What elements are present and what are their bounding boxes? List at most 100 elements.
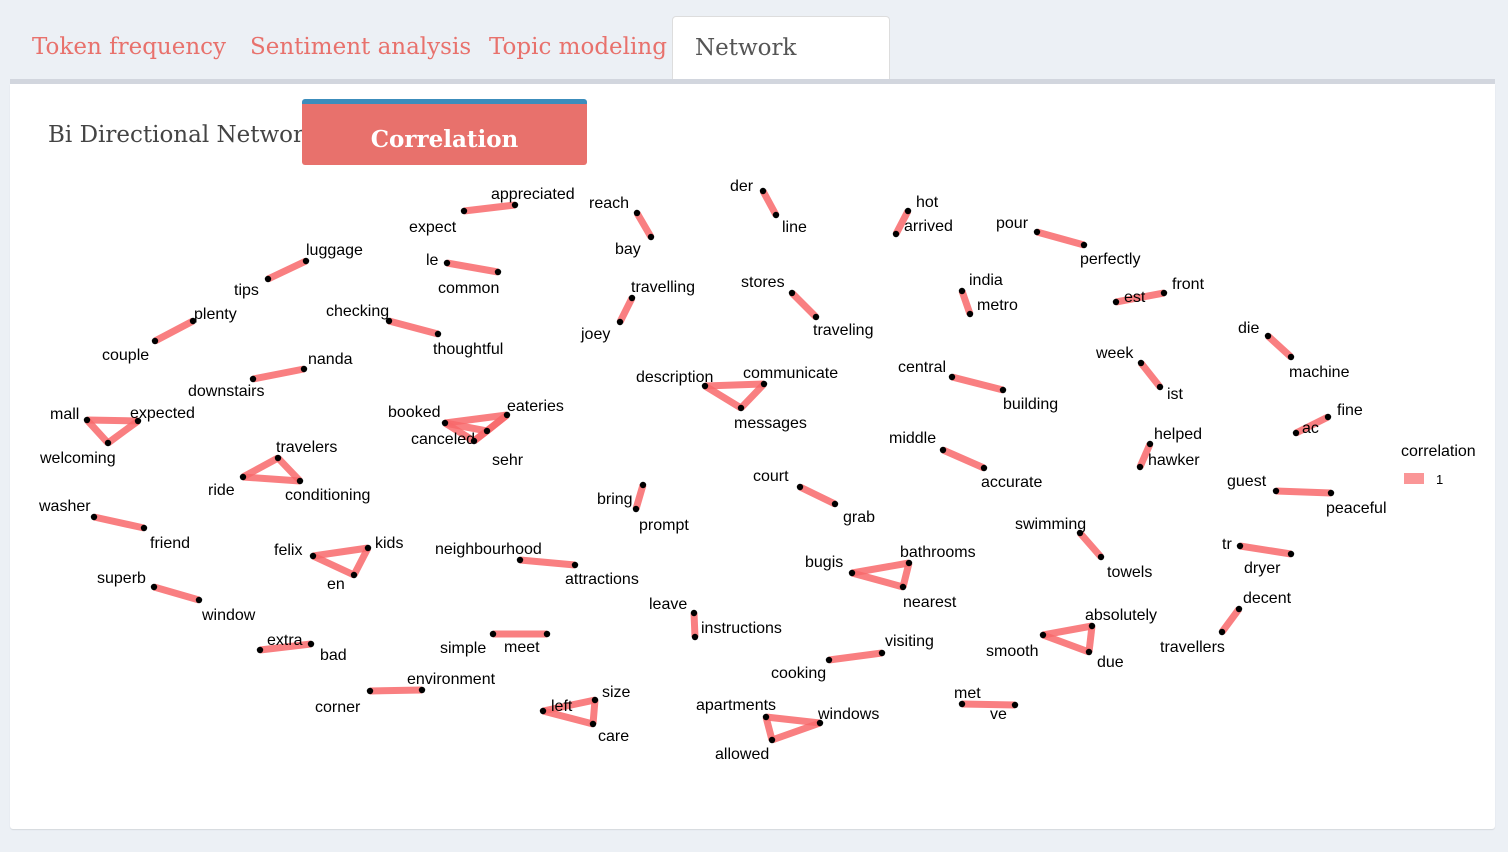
node-label-peaceful: peaceful bbox=[1326, 500, 1387, 517]
node-nanda bbox=[300, 365, 308, 373]
edge-felix-en bbox=[311, 552, 356, 579]
node-perfectly bbox=[1080, 241, 1088, 249]
node-label-week: week bbox=[1095, 345, 1134, 362]
edge-bring-prompt bbox=[632, 484, 647, 510]
node-label-decent: decent bbox=[1243, 590, 1292, 607]
node-label-bugis: bugis bbox=[805, 554, 843, 571]
node-smooth bbox=[1039, 631, 1047, 639]
node-welcoming bbox=[104, 439, 112, 447]
node-felix bbox=[309, 552, 317, 560]
node-label-visiting: visiting bbox=[885, 633, 934, 650]
node-allowed bbox=[768, 736, 776, 744]
node-label-conditioning: conditioning bbox=[285, 487, 370, 504]
node-helped bbox=[1146, 440, 1154, 448]
node-middle bbox=[939, 446, 947, 454]
node-label-metro: metro bbox=[977, 297, 1018, 314]
node-label-joey: joey bbox=[580, 326, 610, 343]
tab-token-frequency[interactable]: Token frequency bbox=[32, 34, 227, 60]
node-neighbourhood bbox=[516, 556, 524, 564]
edges-layer bbox=[84, 189, 1332, 744]
node-label-le: le bbox=[426, 252, 439, 269]
edge-central-building bbox=[951, 373, 1004, 394]
node-travelling bbox=[628, 294, 636, 302]
edge-travelers-conditioning bbox=[275, 455, 303, 484]
node-label-mall: mall bbox=[50, 406, 79, 423]
node-label-line: line bbox=[782, 219, 807, 236]
edge-pour-perfectly bbox=[1036, 228, 1085, 249]
node-apartments bbox=[762, 713, 770, 721]
node-label-environment: environment bbox=[407, 671, 496, 688]
node-description bbox=[701, 382, 709, 390]
node-label-instructions: instructions bbox=[701, 620, 782, 637]
node-met bbox=[958, 700, 966, 708]
node-label-welcoming: welcoming bbox=[39, 450, 116, 467]
node-label-communicate: communicate bbox=[743, 365, 838, 382]
node-tips bbox=[264, 275, 272, 283]
edge-description-communicate bbox=[704, 380, 765, 390]
node-bay bbox=[647, 233, 655, 241]
node-traveling bbox=[812, 313, 820, 321]
edge-windows-allowed bbox=[770, 719, 822, 744]
node-label-hawker: hawker bbox=[1148, 452, 1200, 469]
node-label-cooking: cooking bbox=[771, 665, 826, 682]
node-die bbox=[1264, 332, 1272, 340]
node-checking bbox=[385, 317, 393, 325]
node-communicate bbox=[760, 380, 768, 388]
node-label-leave: leave bbox=[649, 596, 687, 613]
edge-tips-luggage bbox=[266, 257, 308, 283]
legend: correlation 1 bbox=[1401, 443, 1476, 487]
edge-bugis-bathrooms bbox=[851, 559, 910, 577]
edge-bugis-nearest bbox=[851, 569, 904, 591]
node-nearest bbox=[899, 583, 907, 591]
node-en bbox=[350, 571, 358, 579]
node-tr bbox=[1236, 542, 1244, 550]
node-due bbox=[1085, 648, 1093, 656]
edge-mall-expected bbox=[86, 416, 139, 425]
node-hawker bbox=[1136, 463, 1144, 471]
edge-corner-environment bbox=[369, 686, 423, 695]
node-label-meet: meet bbox=[504, 639, 540, 656]
node-label-guest: guest bbox=[1227, 473, 1267, 490]
node-label-canceled: canceled bbox=[411, 431, 475, 448]
node-machine bbox=[1287, 353, 1295, 361]
node-superb bbox=[150, 583, 158, 591]
node-pour bbox=[1033, 228, 1041, 236]
tab-topic-modeling[interactable]: Topic modeling bbox=[489, 34, 667, 60]
tab-sentiment-analysis[interactable]: Sentiment analysis bbox=[250, 34, 472, 60]
edge-apartments-windows bbox=[765, 713, 821, 727]
tab-divider bbox=[10, 79, 1495, 84]
node-label-downstairs: downstairs bbox=[188, 383, 264, 400]
node-label-simple: simple bbox=[440, 640, 486, 657]
edge-absolutely-due bbox=[1085, 625, 1096, 653]
node-label-common: common bbox=[438, 280, 499, 297]
node-label-met: met bbox=[954, 685, 981, 702]
node-label-perfectly: perfectly bbox=[1080, 251, 1140, 268]
node-label-washer: washer bbox=[38, 498, 91, 515]
edge-week-ist bbox=[1138, 360, 1163, 390]
node-label-expected: expected bbox=[130, 405, 195, 422]
node-label-swimming: swimming bbox=[1015, 516, 1086, 533]
edge-decent-travellers bbox=[1219, 606, 1242, 635]
node-label-plenty: plenty bbox=[194, 306, 237, 323]
node-plenty bbox=[189, 317, 197, 325]
node-label-windows: windows bbox=[817, 706, 879, 723]
edge-superb-window bbox=[153, 583, 200, 604]
node-guest bbox=[1272, 487, 1280, 495]
node-booked bbox=[441, 419, 449, 427]
node-label-superb: superb bbox=[97, 570, 146, 587]
node-travellers bbox=[1218, 628, 1226, 636]
node-label-central: central bbox=[898, 359, 946, 376]
edge-stores-traveling bbox=[789, 290, 819, 320]
subtab-correlation-network[interactable]: Correlation Network bbox=[302, 99, 587, 225]
edge-middle-accurate bbox=[941, 446, 986, 472]
node-label-hot: hot bbox=[916, 194, 939, 211]
edge-washer-friend bbox=[93, 513, 145, 532]
edge-checking-thoughtful bbox=[388, 317, 439, 338]
node-label-der: der bbox=[730, 178, 754, 195]
subtab-bi-directional-network[interactable]: Bi Directional Network bbox=[48, 122, 318, 148]
node-label-pour: pour bbox=[996, 215, 1029, 232]
node-label-luggage: luggage bbox=[306, 242, 363, 259]
node-label-arrived: arrived bbox=[904, 218, 953, 235]
node-appreciated bbox=[511, 201, 519, 209]
edge-booked-sehr bbox=[444, 419, 488, 435]
